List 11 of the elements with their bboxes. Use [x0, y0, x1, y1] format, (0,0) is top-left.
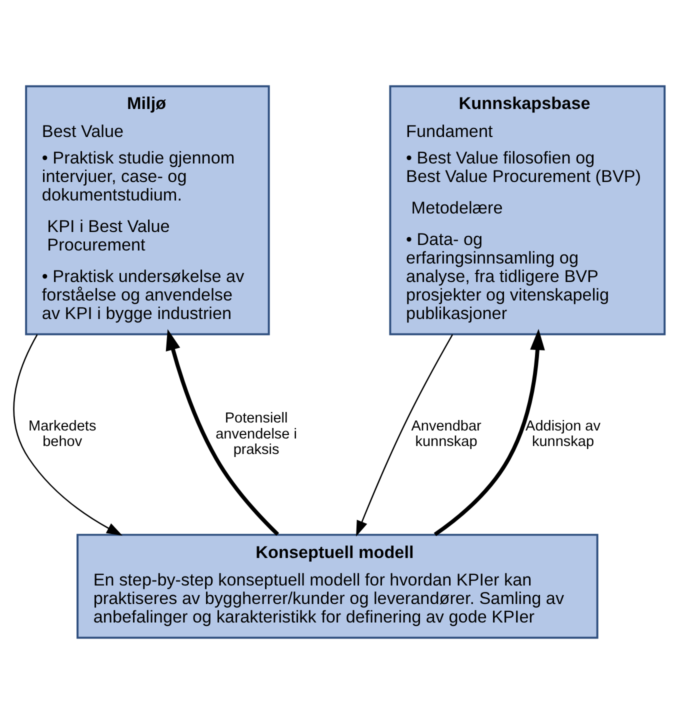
- arrow: [166, 329, 280, 536]
- arrow: [434, 328, 545, 536]
- arrow: [13, 334, 122, 536]
- node-box: Miljø Best Value • Praktisk studie gjennom intervjuer, case- og dokumentstudium. KPI i Best Value Procurement • Praktisk undersøkelse av forståelse og anvendelse av KPI i bygge industrien: [25, 85, 270, 336]
- edge-label: Addisjon av kunnskap: [526, 418, 601, 450]
- edge-label: Anvendbar kunnskap: [411, 418, 482, 450]
- arrow: [356, 334, 454, 536]
- node-box: Konseptuell modell En step-by-step konseptuell modell for hvordan KPIer kan praktiseres av byggherrer/kunder og leverandører. Samling av anbefalinger og karakteristikk for definering av gode KPIer: [76, 534, 598, 639]
- edge-label: Markedets behov: [28, 418, 96, 450]
- edge-label: Potensiell anvendelse i praksis: [216, 410, 298, 458]
- node-box: Kunnskapsbase Fundament • Best Value filosofien og Best Value Procurement (BVP) Metodelære • Data- og erfaringsinnsamling og analyse, fra tidligere BVP prosjekter og vitenskapelig publikasjoner: [389, 85, 666, 336]
